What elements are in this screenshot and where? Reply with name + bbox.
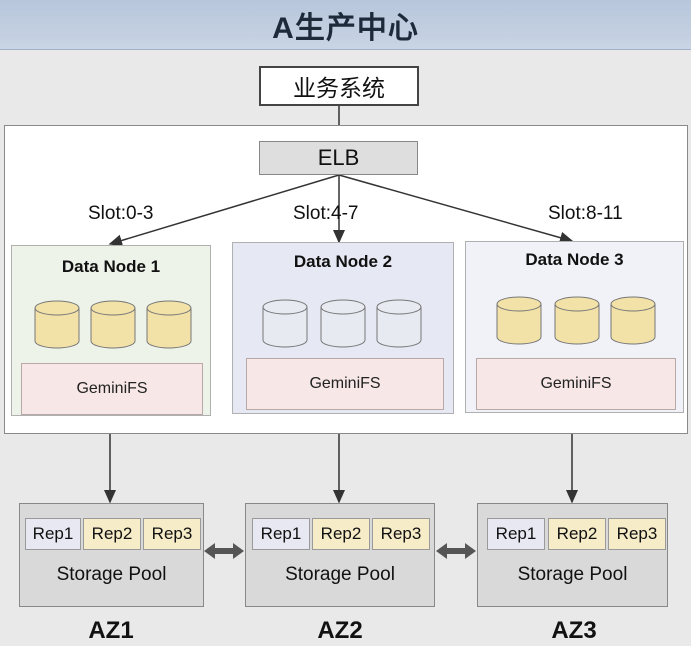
- slot-label-2: Slot:4-7: [293, 203, 359, 224]
- rep-2-box: Rep2: [83, 518, 141, 550]
- rep-2-box: Rep2: [312, 518, 370, 550]
- disk-icon: [496, 296, 542, 345]
- storage-pool-3: Rep1 Rep2 Rep3 Storage Pool: [477, 503, 668, 607]
- rep-3-box: Rep3: [372, 518, 430, 550]
- geminifs-box: GeminiFS: [21, 363, 203, 415]
- slot-label-1: Slot:0-3: [88, 203, 154, 224]
- rep-1-box: Rep1: [25, 518, 81, 550]
- disk-icon: [554, 296, 600, 345]
- disk-icon: [320, 299, 366, 348]
- disk-icon: [34, 300, 80, 349]
- slot-label-3: Slot:8-11: [548, 203, 623, 224]
- disk-icon: [262, 299, 308, 348]
- elb-box: ELB: [259, 141, 418, 175]
- business-system-box: 业务系统: [259, 66, 419, 106]
- geminifs-box: GeminiFS: [246, 358, 444, 410]
- page-title: A生产中心: [0, 0, 691, 50]
- rep-1-box: Rep1: [487, 518, 545, 550]
- az-label-2: AZ2: [317, 617, 363, 644]
- storage-pool-label: Storage Pool: [56, 564, 167, 585]
- double-arrow-pool-2-3: [436, 543, 476, 559]
- disk-icon: [90, 300, 136, 349]
- az-label-3: AZ3: [551, 617, 597, 644]
- disk-icon: [376, 299, 422, 348]
- node-title: Data Node 1: [61, 257, 161, 276]
- storage-pool-label: Storage Pool: [517, 564, 628, 585]
- node-title: Data Node 3: [525, 250, 624, 269]
- data-node-3: Data Node 3 GeminiFS: [465, 241, 684, 413]
- rep-2-box: Rep2: [548, 518, 606, 550]
- az-label-1: AZ1: [88, 617, 134, 644]
- data-node-1: Data Node 1 GeminiFS: [11, 245, 211, 416]
- storage-pool-2: Rep1 Rep2 Rep3 Storage Pool: [245, 503, 435, 607]
- rep-3-box: Rep3: [608, 518, 666, 550]
- data-node-2: Data Node 2 GeminiFS: [232, 242, 454, 414]
- storage-pool-label: Storage Pool: [285, 564, 395, 585]
- geminifs-box: GeminiFS: [476, 358, 676, 410]
- node-title: Data Node 2: [293, 252, 393, 271]
- disk-icon: [610, 296, 656, 345]
- rep-1-box: Rep1: [252, 518, 310, 550]
- rep-3-box: Rep3: [143, 518, 201, 550]
- disk-icon: [146, 300, 192, 349]
- storage-pool-1: Rep1 Rep2 Rep3 Storage Pool: [19, 503, 204, 607]
- double-arrow-pool-1-2: [204, 543, 244, 559]
